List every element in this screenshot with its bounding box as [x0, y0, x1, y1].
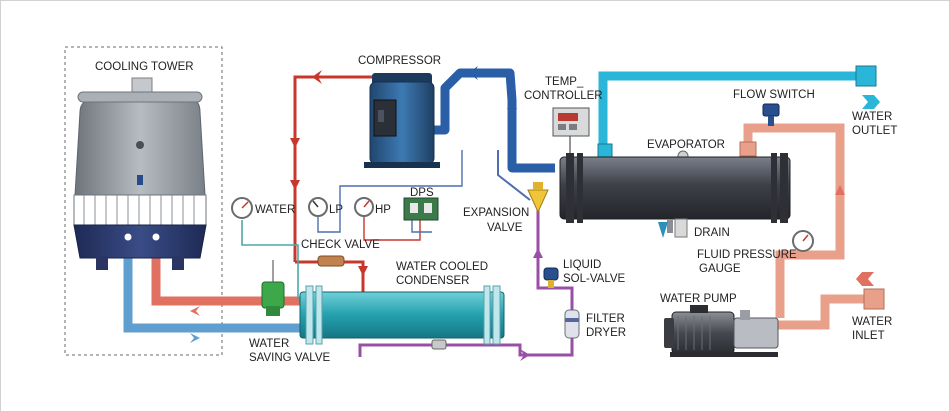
label-expansion-valve-2: VALVE — [487, 222, 523, 234]
water-inlet-nozzle — [863, 288, 885, 310]
label-fluid-pressure-gauge-2: GAUGE — [699, 263, 741, 275]
label-filter-dryer-1: FILTER — [586, 313, 625, 325]
suction-line — [405, 68, 555, 173]
label-liquid-sol-valve-1: LIQUID — [563, 259, 601, 271]
cooling-tower-frame — [64, 46, 223, 356]
label-filter-dryer-2: DRYER — [586, 327, 626, 339]
hp-gauge — [354, 197, 374, 217]
filter-dryer — [564, 309, 580, 339]
lp-gauge-line — [317, 150, 463, 233]
water-pump — [664, 305, 779, 357]
label-lp: LP — [329, 204, 343, 216]
arrow-hot-gas-down-2 — [290, 180, 300, 190]
arrow-drain — [658, 222, 668, 238]
fluid-pressure-gauge — [792, 230, 814, 252]
compressor — [364, 73, 440, 168]
label-water-saving-valve-1: WATER — [249, 338, 289, 350]
flow-arrows — [190, 66, 880, 361]
liquid-sol-valve — [543, 267, 559, 288]
water-outlet-nozzle — [855, 65, 877, 87]
arrow-water-out — [862, 95, 880, 109]
water-cooled-condenser — [299, 285, 505, 345]
liquid-line-up — [536, 206, 574, 310]
label-cooling-tower: COOLING TOWER — [95, 61, 194, 73]
arrow-into-condenser — [358, 266, 368, 276]
hot-gas-line — [293, 75, 390, 262]
expansion-sensing-line — [497, 150, 531, 201]
arrow-liquid-up — [533, 248, 543, 258]
evaporator — [559, 141, 791, 238]
labels: COOLING TOWER COMPRESSOR TEMP_ CONTROLLE… — [95, 55, 897, 364]
label-evaporator: EVAPORATOR — [647, 139, 725, 151]
dps-line — [411, 218, 432, 233]
flow-switch — [762, 103, 780, 126]
label-temp-controller-2: CONTROLLER — [524, 90, 603, 102]
label-water-cooled-condenser-2: CONDENSER — [396, 275, 469, 287]
arrow-suction-down — [507, 108, 517, 118]
arrow-suction — [468, 66, 478, 80]
label-liquid-sol-valve-2: SOL-VALVE — [563, 273, 626, 285]
label-fluid-pressure-gauge-1: FLUID PRESSURE — [697, 249, 797, 261]
arrow-liquid-right — [520, 349, 530, 361]
water-saving-valve — [261, 281, 285, 316]
hp-gauge-line — [363, 215, 421, 241]
label-water-cooled-condenser-1: WATER COOLED — [396, 261, 488, 273]
cooling-tower — [73, 77, 207, 270]
arrow-hot-gas-left — [312, 70, 322, 84]
dps-switch — [403, 197, 439, 221]
label-water-outlet-1: WATER — [852, 111, 892, 123]
liquid-line-bottom — [358, 335, 574, 357]
label-compressor: COMPRESSOR — [358, 55, 441, 67]
water-gauge-line — [241, 220, 299, 300]
water-inlet-pipe — [772, 294, 868, 330]
water-pressure-gauge — [231, 197, 253, 219]
label-temp-controller-1: TEMP_ — [545, 76, 584, 88]
label-water-inlet-1: WATER — [852, 316, 892, 328]
chilled-water-outlet-pipe — [598, 71, 860, 150]
arrow-tower-warm — [190, 306, 200, 316]
arrow-water-in — [856, 272, 874, 286]
check-valve — [317, 255, 345, 267]
label-expansion-valve-1: EXPANSION — [463, 207, 529, 219]
arrow-tower-cold — [190, 333, 200, 343]
label-check-valve: CHECK VALVE — [301, 239, 380, 251]
arrow-return-up — [835, 185, 845, 195]
arrow-hot-gas-down — [290, 138, 300, 148]
label-dps: DPS — [410, 187, 434, 199]
lp-gauge — [308, 197, 328, 217]
label-water-outlet-2: OUTLET — [852, 125, 897, 137]
tower-cold-water-pipe — [123, 255, 318, 333]
label-flow-switch: FLOW SWITCH — [733, 89, 815, 101]
service-valve — [431, 339, 447, 350]
label-drain: DRAIN — [694, 227, 730, 239]
temp-controller — [552, 107, 590, 137]
expansion-valve — [527, 182, 549, 214]
label-water-inlet-2: INLET — [852, 330, 885, 342]
label-water-saving-valve-2: SAVING VALVE — [249, 352, 330, 364]
label-hp: HP — [375, 204, 391, 216]
label-water-gauge: WATER — [255, 204, 295, 216]
label-water-pump: WATER PUMP — [660, 293, 737, 305]
